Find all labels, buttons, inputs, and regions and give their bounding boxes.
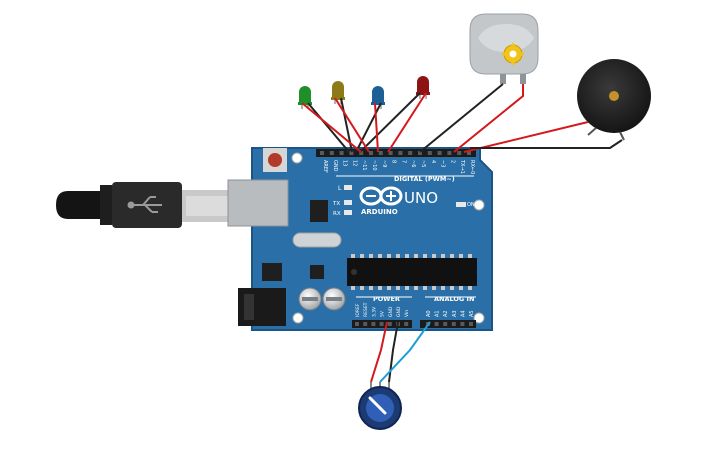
capacitor-right (322, 287, 346, 311)
analog-pin-label: A0 (426, 310, 432, 317)
digital-pin-label: 2 (449, 160, 455, 163)
digital-pin-hole[interactable] (369, 151, 373, 155)
usb-chip (310, 200, 328, 222)
crystal-oscillator (292, 232, 342, 248)
digital-pin-label: ~5 (420, 160, 426, 167)
l-label: L (338, 185, 342, 192)
power-pin-hole[interactable] (404, 322, 409, 326)
dc-motor[interactable] (469, 13, 539, 84)
power-pin-hole[interactable] (387, 322, 392, 326)
usb-socket (227, 179, 289, 227)
arduino-logo-icon (359, 186, 403, 206)
power-jack[interactable] (238, 288, 286, 326)
on-led (456, 202, 466, 207)
reset-button[interactable] (263, 148, 287, 172)
atmega-chip (347, 258, 477, 286)
analog-pin-label: A1 (435, 310, 441, 317)
digital-pin-hole[interactable] (418, 151, 422, 155)
capacitor-left (298, 287, 322, 311)
digital-header (316, 149, 476, 157)
digital-pin-hole[interactable] (457, 151, 462, 155)
power-pin-label: 3.3V (371, 306, 377, 317)
power-pin-label: Vin (404, 310, 410, 317)
digital-pin-label: 8 (391, 160, 397, 163)
digital-pin-hole[interactable] (320, 151, 324, 155)
piezo-buzzer[interactable] (577, 59, 651, 141)
power-pin-hole[interactable] (379, 322, 384, 326)
digital-pin-label: ~9 (381, 160, 387, 167)
analog-pin-hole[interactable] (469, 322, 473, 326)
digital-pin-label: 12 (351, 160, 357, 166)
digital-pin-label: TX→1 (459, 159, 465, 174)
gear-icon (501, 42, 525, 66)
digital-pin-label: ~3 (440, 160, 446, 167)
digital-pin-hole[interactable] (447, 151, 452, 155)
model-label: UNO (404, 189, 438, 207)
digital-pin-hole[interactable] (427, 151, 432, 155)
analog-pin-label: A3 (452, 310, 458, 317)
analog-header-label: ANALOG IN (434, 295, 474, 303)
digital-pin-label: ~11 (361, 160, 367, 171)
yellow-led[interactable] (331, 81, 345, 104)
brand-label: ARDUINO (361, 208, 398, 216)
digital-pin-hole[interactable] (349, 151, 354, 155)
digital-pin-label: AREF (322, 160, 328, 173)
digital-pin-label: ~6 (410, 160, 416, 167)
digital-pin-label: GND (332, 160, 338, 172)
power-pin-label: IOREF (355, 303, 361, 317)
digital-pin-label: 4 (430, 160, 436, 163)
digital-pin-hole[interactable] (408, 151, 413, 155)
tx-label: TX (332, 201, 340, 207)
blue-led[interactable] (371, 86, 385, 109)
led-group (298, 76, 430, 109)
digital-pin-label: ~10 (371, 160, 377, 171)
analog-header (420, 320, 476, 328)
wires (301, 83, 623, 383)
usb-symbol-icon (127, 196, 162, 213)
digital-pin-label: RX←0 (469, 160, 475, 174)
tx-led (344, 200, 352, 205)
digital-pin-label: 7 (400, 160, 406, 163)
digital-pin-hole[interactable] (388, 151, 393, 155)
power-pin-hole[interactable] (363, 322, 368, 326)
digital-pin-label: 13 (342, 160, 348, 166)
digital-pin-hole[interactable] (329, 151, 334, 155)
l-led (344, 185, 352, 190)
potentiometer[interactable] (358, 382, 402, 430)
analog-pin-hole[interactable] (451, 322, 456, 326)
analog-pin-hole[interactable] (434, 322, 439, 326)
rx-led (344, 210, 352, 215)
knob-indicator (368, 396, 387, 415)
analog-pin-label: A2 (443, 310, 449, 317)
usb-cable[interactable] (56, 182, 232, 228)
regulator-chip (262, 263, 282, 281)
on-label: ON (467, 202, 475, 208)
power-pin-label: 5V (380, 310, 386, 317)
digital-pin-hole[interactable] (359, 151, 364, 155)
power-header-label: POWER (373, 295, 400, 303)
power-pin-label: GND (396, 306, 402, 317)
digital-pin-hole[interactable] (467, 151, 471, 155)
analog-pin-label: A4 (460, 310, 466, 317)
analog-pin-label: A5 (469, 310, 475, 317)
digital-pin-hole[interactable] (437, 151, 442, 155)
digital-header-label: DIGITAL (PWM~) (394, 175, 455, 183)
power-pin-hole[interactable] (355, 322, 359, 326)
analog-pin-hole[interactable] (443, 322, 448, 326)
digital-pin-hole[interactable] (398, 151, 403, 155)
digital-pin-hole[interactable] (339, 151, 344, 155)
power-pin-label: RESET (363, 302, 369, 317)
power-pin-label: GND (388, 306, 394, 317)
power-pin-hole[interactable] (371, 322, 376, 326)
red-led[interactable] (416, 76, 430, 99)
rx-label: RX (333, 211, 341, 217)
digital-pin-hole[interactable] (378, 151, 383, 155)
analog-pin-hole[interactable] (460, 322, 465, 326)
